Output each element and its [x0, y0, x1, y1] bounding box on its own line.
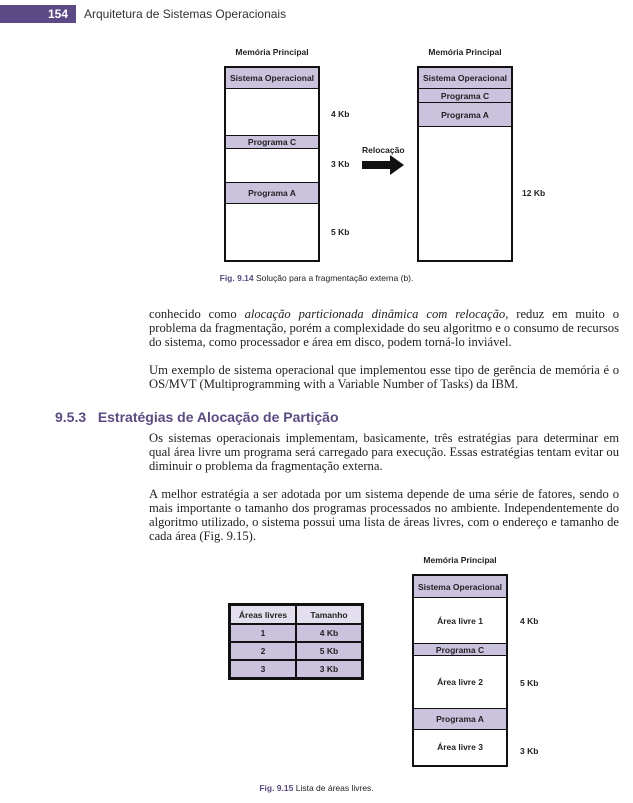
segment-program-a: Programa A: [226, 182, 318, 204]
paragraph: A melhor estratégia a ser adotada por um…: [149, 487, 619, 543]
table-header: Áreas livres: [230, 605, 296, 624]
segment-free-area-3: Área livre 3: [437, 742, 483, 752]
memory-title-left: Memória Principal: [235, 47, 309, 57]
page-number: 154: [0, 5, 76, 23]
table-cell: 3: [230, 660, 296, 678]
arrow-label: Relocação: [362, 145, 405, 155]
figure-caption: Fig. 9.15 Lista de áreas livres.: [259, 783, 374, 793]
free-areas-table: Áreas livres Tamanho 1 4 Kb 2 5 Kb 3 3 K…: [228, 603, 364, 680]
table-header-row: Áreas livres Tamanho: [230, 605, 362, 624]
table-row: 3 3 Kb: [230, 660, 362, 678]
section-heading: 9.5.3 Estratégias de Alocação de Partiçã…: [55, 409, 339, 425]
size-label: 12 Kb: [522, 188, 546, 198]
segment-os: Sistema Operacional: [414, 576, 506, 598]
paragraph: Um exemplo de sistema operacional que im…: [149, 363, 619, 391]
segment-program-a: Programa A: [419, 103, 511, 127]
segment-program-a: Programa A: [414, 708, 506, 730]
figure-caption: Fig. 9.14 Solução para a fragmentação ex…: [219, 273, 414, 283]
size-label: 4 Kb: [331, 109, 350, 119]
table-header: Tamanho: [296, 605, 362, 624]
table-cell: 5 Kb: [296, 642, 362, 660]
size-label: 3 Kb: [331, 159, 350, 169]
size-label: 5 Kb: [520, 678, 539, 688]
segment-free-area-2: Área livre 2: [437, 677, 483, 687]
segment-program-c: Programa C: [419, 89, 511, 103]
memory-title-right: Memória Principal: [428, 47, 502, 57]
paragraph: Os sistemas operacionais implementam, ba…: [149, 431, 619, 473]
table-cell: 2: [230, 642, 296, 660]
memory-diagram-after: Sistema Operacional Programa C Programa …: [417, 66, 513, 262]
segment-program-c: Programa C: [414, 643, 506, 656]
running-title: Arquitetura de Sistemas Operacionais: [84, 7, 287, 21]
size-label: 4 Kb: [520, 616, 539, 626]
table-row: 1 4 Kb: [230, 624, 362, 642]
memory-diagram-free-areas: Sistema Operacional Área livre 1 Program…: [412, 574, 508, 767]
memory-diagram-before: Sistema Operacional Programa C Programa …: [224, 66, 320, 262]
segment-os: Sistema Operacional: [226, 68, 318, 89]
memory-title: Memória Principal: [423, 555, 497, 565]
table-cell: 1: [230, 624, 296, 642]
table-cell: 3 Kb: [296, 660, 362, 678]
arrow-right-icon: [362, 155, 404, 175]
segment-os: Sistema Operacional: [419, 68, 511, 89]
table-cell: 4 Kb: [296, 624, 362, 642]
segment-free-area-1: Área livre 1: [437, 615, 483, 626]
size-label: 3 Kb: [520, 746, 539, 756]
paragraph: conhecido como alocação particionada din…: [149, 307, 620, 349]
segment-program-c: Programa C: [226, 135, 318, 149]
size-label: 5 Kb: [331, 227, 350, 237]
table-row: 2 5 Kb: [230, 642, 362, 660]
